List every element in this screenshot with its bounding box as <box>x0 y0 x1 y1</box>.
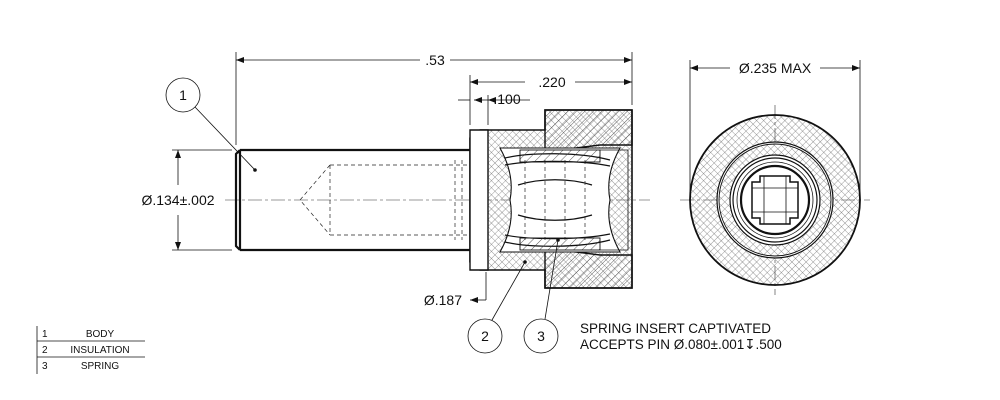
bore-cavity <box>499 147 621 253</box>
bom-item-number: 2 <box>42 345 48 356</box>
spring-section <box>504 149 629 251</box>
dim-head-length: .220 <box>469 74 632 125</box>
dim-max-diameter: Ø.235 MAX <box>689 60 861 200</box>
dim-insulation-length: .100 <box>458 91 530 125</box>
note-line-2: ACCEPTS PIN Ø.080±.001↧.500 <box>580 337 782 352</box>
overall-length-label: .53 <box>425 52 445 68</box>
bom-row: 2 INSULATION <box>42 345 130 356</box>
bom-part-name: SPRING <box>81 361 120 372</box>
end-view: Ø.235 MAX <box>680 60 870 295</box>
dim-shank-diameter: Ø.134±.002 <box>141 149 232 251</box>
shank-diameter-label: Ø.134±.002 <box>141 192 214 208</box>
body-shank <box>234 148 470 252</box>
dim-insulation-diameter: Ø.187 <box>424 272 487 308</box>
notes: SPRING INSERT CAPTIVATED ACCEPTS PIN Ø.0… <box>580 321 782 352</box>
bom-part-name: BODY <box>86 329 115 340</box>
balloon-body: 1 <box>165 77 257 172</box>
dim-overall-length: .53 <box>235 52 633 145</box>
body-head-section <box>469 109 633 289</box>
bom-item-number: 1 <box>42 329 48 340</box>
bom-table: 1 BODY 2 INSULATION 3 SPRING <box>36 326 145 374</box>
max-diameter-label: Ø.235 MAX <box>739 60 812 76</box>
head-length-label: .220 <box>538 74 565 90</box>
spring-fingers-outline <box>751 175 799 225</box>
note-line-1: SPRING INSERT CAPTIVATED <box>580 321 771 336</box>
balloon-body-number: 1 <box>179 87 187 103</box>
bom-part-name: INSULATION <box>70 345 129 356</box>
insulation-diameter-label: Ø.187 <box>424 292 462 308</box>
balloon-insulation-number: 2 <box>481 328 489 344</box>
bom-row: 1 BODY <box>42 329 114 340</box>
section-view: .53 .220 .100 Ø.134±.002 <box>141 52 650 354</box>
bom-row: 3 SPRING <box>42 361 119 372</box>
balloon-insulation: 2 <box>467 260 527 354</box>
balloon-spring: 3 <box>523 238 560 354</box>
balloon-spring-number: 3 <box>537 328 545 344</box>
bom-item-number: 3 <box>42 361 48 372</box>
insulation-length-label: .100 <box>493 91 520 107</box>
